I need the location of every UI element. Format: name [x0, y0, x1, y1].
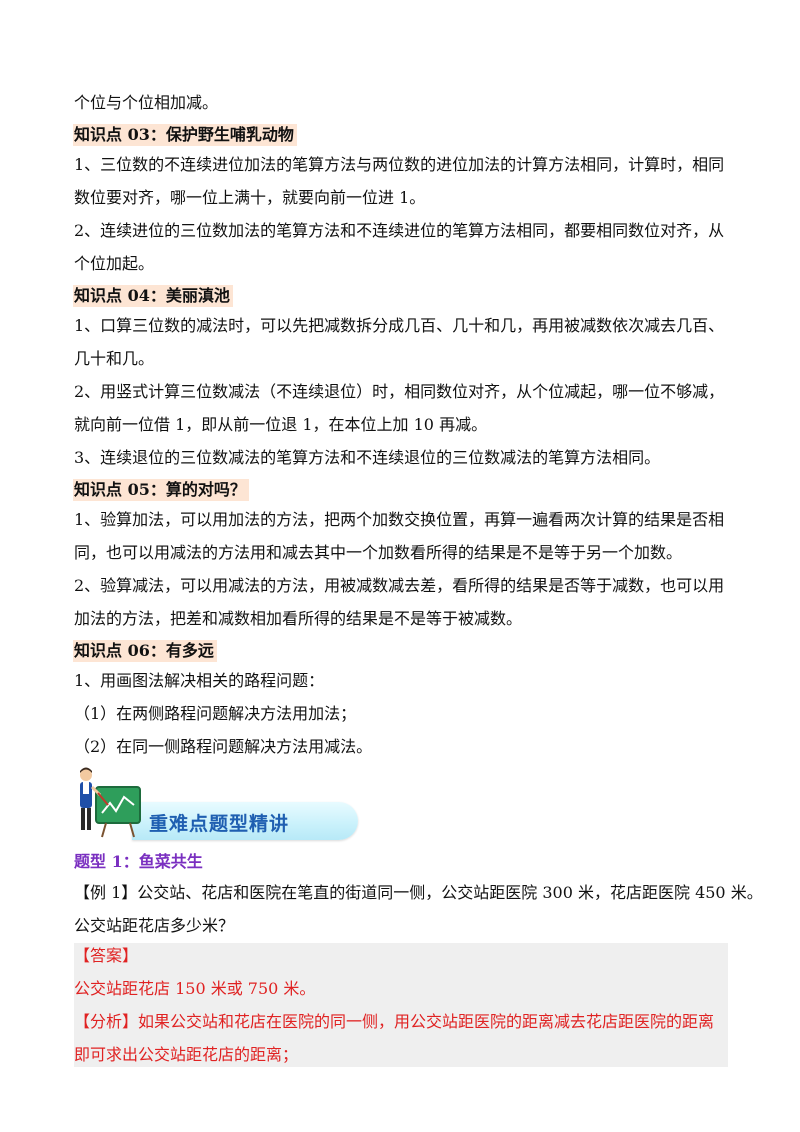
answer-label: 【答案】 — [74, 946, 139, 965]
paragraph-line: 3、连续退位的三位数减法的笔算方法和不连续退位的三位数减法的笔算方法相同。 — [74, 448, 661, 467]
answer-box: 【答案】 公交站距花店 150 米或 750 米。 【分析】如果公交站和花店在医… — [74, 943, 728, 1067]
paragraph-line: 加法的方法，把差和减数相加看所得的结果是不是等于被减数。 — [74, 609, 523, 628]
paragraph-line: 同，也可以用减法的方法用和减去其中一个加数看所得的结果是不是等于另一个加数。 — [74, 543, 683, 562]
analysis-text: 【分析】如果公交站和花店在医院的同一侧，用公交站距医院的距离减去花店距医院的距离 — [74, 1012, 715, 1031]
example-question-line: 公交站距花店多少米？ — [74, 916, 235, 935]
paragraph-line: 2、连续进位的三位数加法的笔算方法和不连续进位的笔算方法相同，都要相同数位对齐，… — [74, 221, 725, 240]
analysis-text: 即可求出公交站距花店的距离； — [74, 1045, 299, 1064]
answer-text: 公交站距花店 150 米或 750 米。 — [74, 979, 316, 998]
section-heading-k05: 知识点 05：算的对吗？ — [73, 479, 249, 501]
paragraph-line: 1、口算三位数的减法时，可以先把减数拆分成几百、几十和几，再用被减数依次减去几百… — [74, 316, 725, 335]
section-heading-k04: 知识点 04：美丽滇池 — [73, 285, 233, 307]
document-page: 个位与个位相加减。 知识点 03：保护野生哺乳动物 1、三位数的不连续进位加法的… — [73, 93, 763, 1067]
banner-title: 重难点题型精讲 — [149, 813, 290, 835]
paragraph-line: 个位加起。 — [74, 254, 155, 273]
section-heading-k06: 知识点 06：有多远 — [73, 640, 217, 662]
paragraph-line: 1、验算加法，可以用加法的方法，把两个加数交换位置，再算一遍看两次计算的结果是否… — [74, 510, 725, 529]
paragraph-line: 个位与个位相加减。 — [74, 93, 219, 112]
section-banner: 重难点题型精讲 — [74, 765, 734, 845]
banner-bar — [132, 802, 358, 840]
paragraph-line: （2）在同一侧路程问题解决方法用减法。 — [74, 737, 373, 756]
paragraph-line: （1）在两侧路程问题解决方法用加法； — [74, 704, 357, 723]
example-question-line: 【例 1】公交站、花店和医院在笔直的街道同一侧，公交站距医院 300 米，花店距… — [74, 883, 763, 902]
paragraph-line: 2、验算减法，可以用减法的方法，用被减数减去差，看所得的结果是否等于减数，也可以… — [74, 576, 725, 595]
teacher-with-chalkboard-icon — [80, 767, 141, 838]
paragraph-line: 2、用竖式计算三位数减法（不连续退位）时，相同数位对齐，从个位减起，哪一位不够减… — [74, 382, 725, 401]
paragraph-line: 数位要对齐，哪一位上满十，就要向前一位进 1。 — [74, 188, 426, 207]
paragraph-line: 几十和几。 — [74, 349, 155, 368]
section-heading-k03: 知识点 03：保护野生哺乳动物 — [73, 124, 297, 146]
paragraph-line: 1、用画图法解决相关的路程问题： — [74, 671, 325, 690]
paragraph-line: 1、三位数的不连续进位加法的笔算方法与两位数的进位加法的计算方法相同，计算时，相… — [74, 155, 725, 174]
paragraph-line: 就向前一位借 1，即从前一位退 1，在本位上加 10 再减。 — [74, 415, 488, 434]
question-type-title: 题型 1：鱼菜共生 — [74, 852, 203, 871]
